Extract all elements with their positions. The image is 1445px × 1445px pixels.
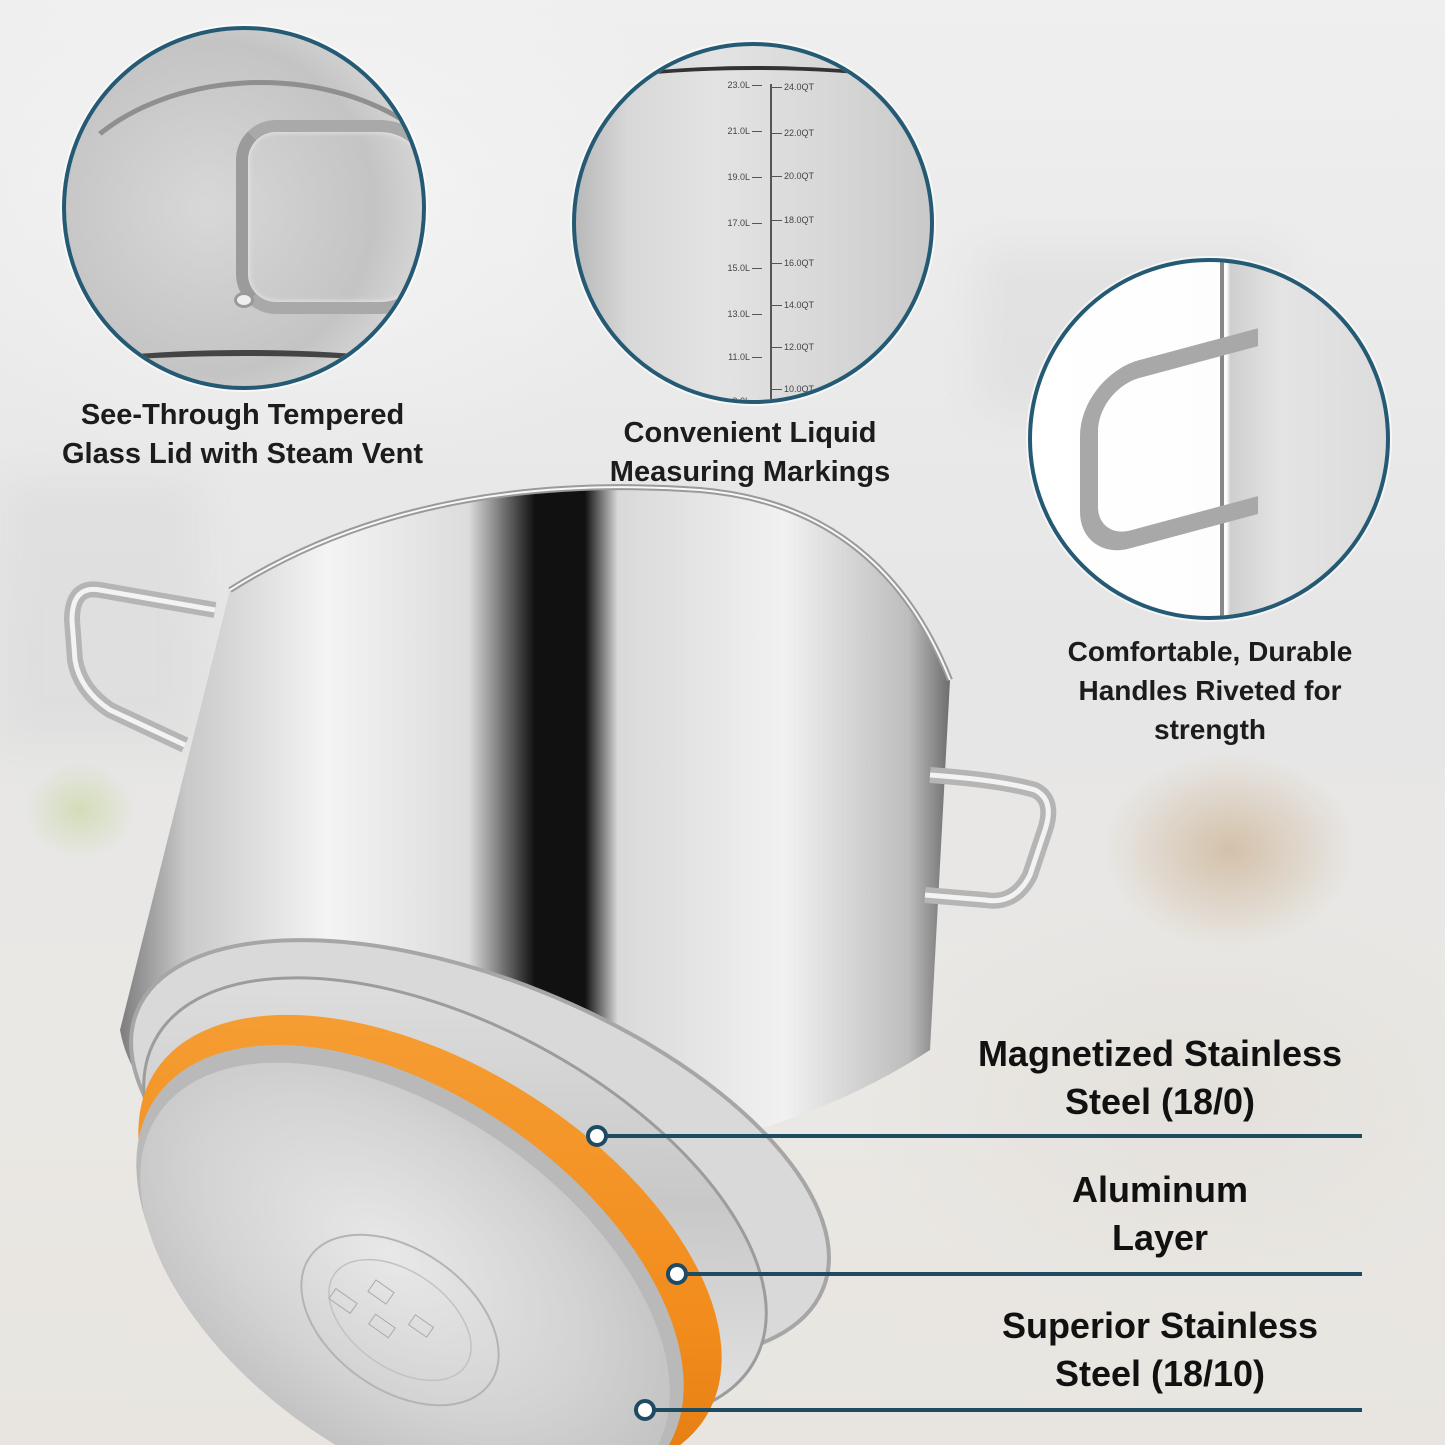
lid-detail-circle — [62, 26, 426, 390]
quart-mark: 20.0QT — [772, 171, 814, 181]
liter-mark: 11.0L — [722, 352, 762, 362]
layer-label-line: Steel (18/10) — [1054, 1353, 1266, 1394]
leader-dot-icon — [634, 1399, 656, 1421]
caption-line: Convenient Liquid — [623, 417, 877, 449]
pot-wall-edge — [1220, 262, 1224, 616]
layer-label-magnetized-steel: Magnetized Stainless Steel (18/0) — [950, 1030, 1370, 1126]
steam-vent-icon — [234, 292, 254, 308]
liter-mark: 15.0L — [722, 263, 762, 273]
layer-label-line: Aluminum — [1072, 1169, 1248, 1210]
layer-label-line: Magnetized Stainless — [977, 1033, 1343, 1074]
lid-edge — [66, 350, 422, 386]
handles-caption: Comfortable, Durable Handles Riveted for… — [1020, 632, 1400, 749]
liter-mark: 9.0L — [722, 396, 762, 400]
liter-mark: 17.0L — [722, 218, 762, 228]
leader-line-aluminum — [684, 1272, 1362, 1276]
caption-line: See-Through Tempered — [80, 399, 405, 431]
layer-label-line: Layer — [1111, 1217, 1209, 1258]
layer-label-superior-steel: Superior Stainless Steel (18/10) — [960, 1302, 1360, 1398]
quart-mark: 10.0QT — [772, 384, 814, 394]
leader-line-magnetized-steel — [604, 1134, 1362, 1138]
leader-dot-icon — [666, 1263, 688, 1285]
leader-line-superior-steel — [652, 1408, 1362, 1412]
lid-rim — [66, 80, 422, 380]
layer-label-line: Steel (18/0) — [1064, 1081, 1256, 1122]
measuring-caption: Convenient Liquid Measuring Markings — [580, 414, 920, 492]
leader-dot-icon — [586, 1125, 608, 1147]
caption-line: Glass Lid with Steam Vent — [62, 438, 423, 470]
layer-label-line: Superior Stainless — [1001, 1305, 1319, 1346]
caption-line: Handles Riveted for — [1078, 675, 1342, 706]
quart-mark: 22.0QT — [772, 128, 814, 138]
pot-rim — [576, 66, 930, 96]
liter-mark: 19.0L — [722, 172, 762, 182]
liter-mark: 21.0L — [722, 126, 762, 136]
quart-mark: 24.0QT — [772, 82, 814, 92]
measuring-detail-circle: 23.0L 21.0L 19.0L 17.0L 15.0L 13.0L 11.0… — [572, 42, 934, 404]
caption-line: strength — [1154, 714, 1266, 745]
quart-mark: 14.0QT — [772, 300, 814, 310]
liter-mark: 13.0L — [722, 309, 762, 319]
lid-caption: See-Through Tempered Glass Lid with Stea… — [20, 396, 465, 474]
caption-line: Comfortable, Durable — [1067, 636, 1353, 667]
quart-mark: 18.0QT — [772, 215, 814, 225]
lid-handle-icon — [236, 120, 422, 314]
liter-mark: 23.0L — [722, 80, 762, 90]
quart-mark: 16.0QT — [772, 258, 814, 268]
layer-label-aluminum: Aluminum Layer — [960, 1166, 1360, 1262]
handle-detail-circle — [1028, 258, 1390, 620]
quart-mark: 12.0QT — [772, 342, 814, 352]
measuring-scale-line — [770, 84, 772, 400]
caption-line: Measuring Markings — [609, 456, 891, 488]
